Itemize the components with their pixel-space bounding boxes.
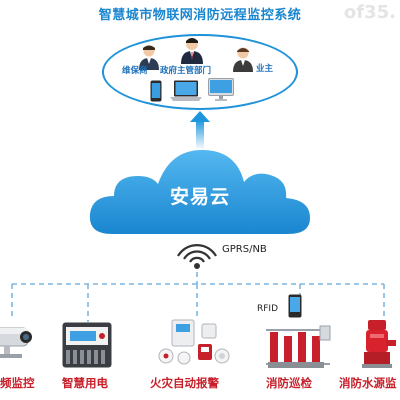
stakeholder-ellipse <box>102 34 298 110</box>
rfid-reader-icon <box>288 294 302 318</box>
meter-icon <box>62 322 112 368</box>
cloud-platform-label: 安易云 <box>169 186 230 208</box>
maintainer-avatar-icon <box>139 45 159 70</box>
diagram-title: 智慧城市物联网消防远程监控系统 <box>98 8 302 23</box>
wireless-signal-icon <box>177 243 217 269</box>
pump-icon <box>266 325 331 368</box>
link-protocol-label: GPRS/NB <box>222 244 267 255</box>
subsystem-label-fire-alarm: 火灾自动报警 <box>150 376 219 390</box>
watermark: of35. <box>343 2 396 23</box>
smartphone-icon <box>150 80 162 102</box>
subsystem-label-inspection: 消防巡检 <box>266 376 312 390</box>
role-label-maintainer: 维保商 <box>122 66 148 76</box>
subsystem-label-water-source: 消防水源监 <box>339 376 397 390</box>
laptop-icon <box>170 80 202 101</box>
water-pump-icon <box>362 320 396 368</box>
owner-avatar-icon <box>233 47 253 72</box>
desktop-monitor-icon <box>208 78 234 101</box>
role-label-government: 政府主管部门 <box>160 66 212 76</box>
upload-arrow-icon <box>190 111 210 150</box>
subsystem-label-video: 频监控 <box>0 376 35 390</box>
subsystem-label-smart-power: 智慧用电 <box>62 376 108 390</box>
camera-icon <box>0 327 32 358</box>
rfid-label: RFID <box>257 304 279 314</box>
cloud-shape <box>89 150 310 234</box>
government-avatar-icon <box>181 38 203 64</box>
fire-alarm-icon <box>158 319 230 365</box>
role-label-owner: 业主 <box>256 64 274 74</box>
